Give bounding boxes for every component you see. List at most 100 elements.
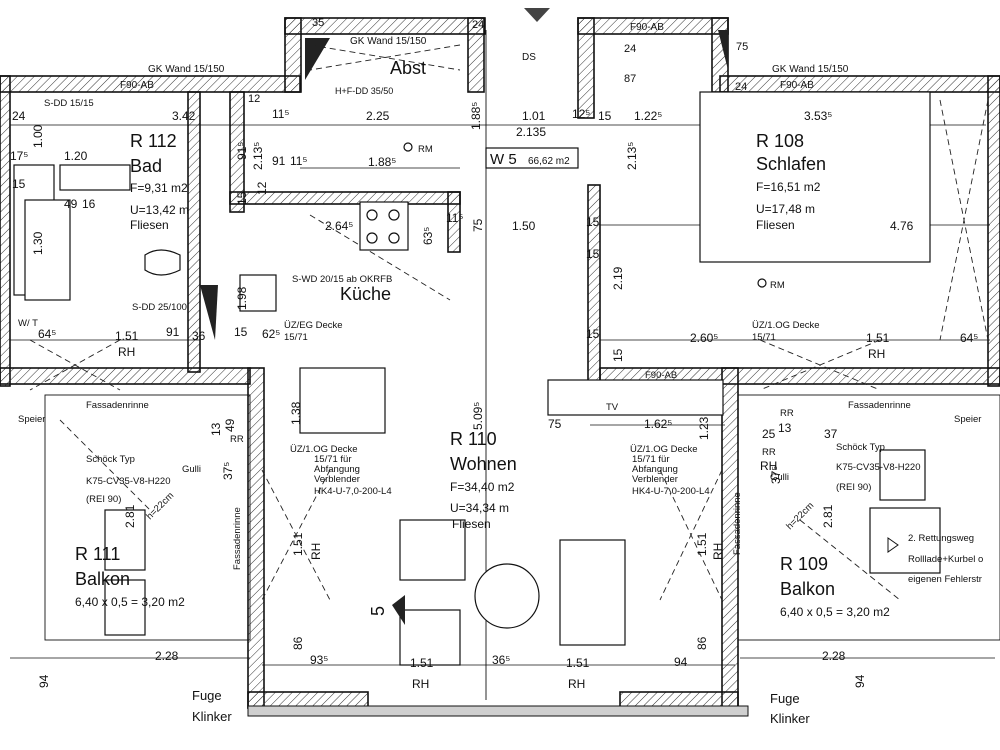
dim-123: 1.23 — [697, 416, 711, 440]
label-fassade-vertical-right: Fassadenrinne — [732, 492, 743, 555]
room-balkon-right-calc: 6,40 x 0,5 = 3,20 m2 — [780, 605, 890, 619]
balcony-edge-left — [247, 705, 749, 717]
room-labels: R 112 Bad F=9,31 m2 U=13,42 m Fliesen R … — [75, 131, 890, 619]
label-rh-bottom-1: RH — [412, 677, 429, 691]
label-rh-left: RH — [118, 345, 135, 359]
room-bad-area: F=9,31 m2 — [130, 181, 188, 195]
uz-decke-left-line-5: HK4-U-7,0-200-L4 — [314, 486, 392, 497]
room-balkon-left-calc: 6,40 x 0,5 = 3,20 m2 — [75, 595, 185, 609]
uz-decke-left-line-1: ÜZ/1.OG Decke — [290, 444, 358, 455]
dim-24b: 24 — [624, 43, 636, 55]
label-rh-bottom-2: RH — [568, 677, 585, 691]
room-schlafen-name: Schlafen — [756, 154, 826, 174]
balcony-slab-right — [737, 394, 1000, 641]
dim-24a: 24 — [472, 19, 484, 31]
dim-15b: 15 — [586, 215, 600, 229]
uz-decke-left: ÜZ/1.OG Decke 15/71 für Abfangung Verble… — [290, 444, 392, 497]
dim-122: 1.22⁵ — [634, 109, 662, 123]
label-hf-dd: H+F-DD 35/50 — [335, 86, 393, 96]
burner-2 — [388, 209, 400, 221]
dim-16: 16 — [82, 197, 96, 211]
unit-area: 66,62 m2 — [528, 156, 570, 167]
label-rr-right: RR — [780, 408, 794, 419]
dim-37: 37 — [824, 427, 838, 441]
label-wt: W/ T — [18, 318, 38, 329]
label-gulli-left: Gulli — [182, 464, 201, 475]
room-bad-name: Bad — [130, 156, 162, 176]
uz-decke-right-line-5: HK4-U-7,0-200-L4 — [632, 486, 710, 497]
label-uz-og: ÜZ/1.OG Decke — [752, 320, 820, 331]
dim-935: 93⁵ — [310, 653, 328, 667]
dim-101: 1.01 — [522, 109, 546, 123]
dim-162: 1.62⁵ — [644, 417, 672, 431]
wall-abst-right — [467, 17, 485, 93]
dim-150: 1.50 — [512, 219, 536, 233]
uz-decke-right-line-4: Verblender — [632, 474, 678, 485]
schoeck-left-line-2: K75-CV35-V8-H220 — [86, 476, 171, 487]
ds-marker — [524, 8, 550, 22]
uz-decke-right: ÜZ/1.OG Decke 15/71 für Abfangung Verble… — [630, 444, 710, 497]
dim-151c: 1.51 — [410, 656, 434, 670]
balcony-slab-left — [44, 394, 251, 641]
kitchen-island — [299, 367, 386, 434]
burner-1 — [366, 209, 378, 221]
dim-35: 35 — [312, 17, 324, 29]
room-wohnen-name: Wohnen — [450, 454, 517, 474]
kitchen-sink — [239, 274, 277, 312]
room-wohnen-area: F=34,40 m2 — [450, 480, 515, 494]
wall-bath-kitchen — [187, 91, 201, 373]
label-fassade-vertical-left: Fassadenrinne — [232, 507, 243, 570]
shaft-fill-right — [718, 30, 728, 70]
dim-37r: 37⁵ — [769, 466, 783, 484]
label-uz-eg-2: 15/71 — [284, 332, 308, 343]
room-schlafen-number: R 108 — [756, 131, 804, 151]
dim-138: 1.38 — [289, 401, 303, 425]
label-fuge-left: Fuge — [192, 688, 222, 703]
room-wohnen-floor: Fliesen — [452, 517, 491, 531]
label-swd: S-WD 20/15 ab OKRFB — [292, 274, 392, 285]
dim-125: 12⁵ — [572, 107, 590, 121]
dim-219: 2.19 — [611, 266, 625, 290]
label-rr-left: RR — [230, 434, 244, 445]
dim-281l: 2.81 — [123, 504, 137, 528]
rm-symbol-2 — [757, 278, 767, 288]
room-bad-number: R 112 — [130, 131, 177, 151]
dim-15a: 15 — [598, 109, 612, 123]
room-balkon-left-number: R 111 — [75, 544, 120, 564]
label-speier-left: Speier — [18, 414, 45, 425]
label-f90-mid: F90-AB — [645, 370, 677, 381]
dim-625: 62⁵ — [262, 327, 280, 341]
label-rh-vertical-right: RH — [711, 543, 725, 560]
dim-13b: 13 — [778, 421, 792, 435]
room-bad-perimeter: U=13,42 m — [130, 203, 189, 217]
label-f90-right: F90-AB — [780, 80, 814, 91]
rettungsweg-line-1: 2. Rettungsweg — [908, 533, 974, 544]
bath-shelf — [24, 199, 71, 301]
dim-91c: 91 — [166, 325, 180, 339]
dim-94l: 94 — [37, 674, 51, 688]
dim-175: 17⁵ — [10, 149, 28, 163]
dim-94r: 94 — [853, 674, 867, 688]
rettungsweg: 2. Rettungsweg Rolllade+Kurbel o eigenen… — [908, 533, 986, 585]
dim-645l: 64⁵ — [38, 327, 56, 341]
wall-kitchen-side — [447, 191, 461, 253]
wall-right-outer — [987, 75, 1000, 387]
dim-198: 1.98 — [235, 286, 249, 310]
furniture — [13, 91, 941, 666]
label-fassade-left: Fassadenrinne — [86, 400, 149, 411]
dim-476: 4.76 — [890, 219, 914, 233]
armchair-2 — [399, 609, 461, 666]
dim-228l: 2.28 — [155, 649, 179, 663]
dim-264: 2.64⁵ — [325, 219, 353, 233]
dim-353: 3.53⁵ — [804, 109, 832, 123]
label-sdd-bottom: S-DD 25/100 — [132, 302, 187, 313]
dim-130: 1.30 — [31, 231, 45, 255]
dim-75-top: 75 — [736, 41, 748, 53]
uz-decke-right-line-1: ÜZ/1.OG Decke — [630, 444, 698, 455]
label-klinker-left: Klinker — [192, 709, 232, 724]
rettungsweg-line-2: Rolllade+Kurbel o — [908, 554, 983, 565]
label-f90-top: F90-AB — [630, 22, 664, 33]
dim-86r: 86 — [695, 636, 709, 650]
label-rr-right-2: RR — [762, 447, 776, 458]
dim-635: 63⁵ — [421, 227, 435, 245]
